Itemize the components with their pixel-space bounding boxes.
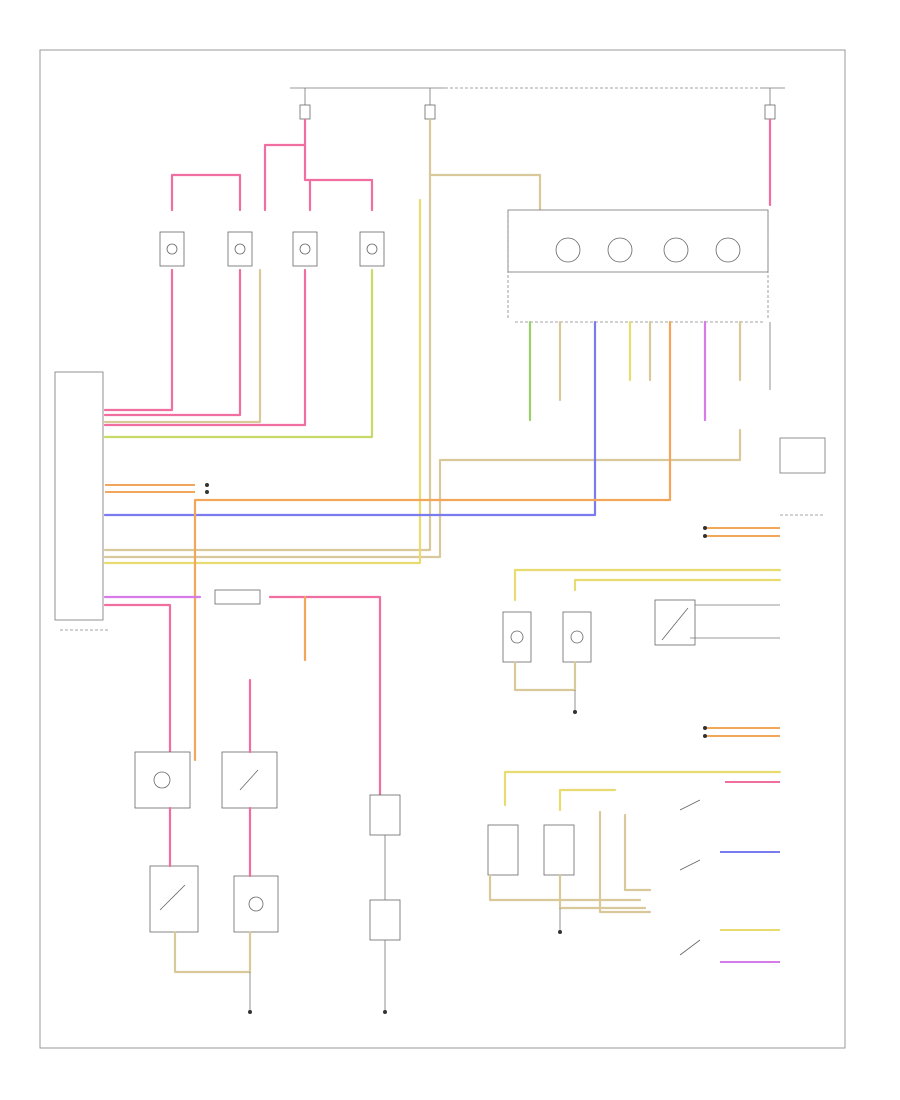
control-module-left	[54, 371, 110, 631]
right-module-wire-group	[103, 320, 771, 762]
switch-chain-center	[369, 794, 401, 1014]
lighting-control-module-right	[507, 209, 769, 323]
lamp-bottom-4	[233, 875, 279, 933]
right-edge-connector	[779, 437, 826, 516]
pink-wire-group	[103, 118, 374, 439]
ground-point-bottom-left	[248, 1010, 252, 1014]
tan-ground-wire-bottom	[173, 930, 252, 974]
lamp-group-right-bottom	[487, 770, 782, 963]
door-switch-bottom-2	[221, 751, 278, 809]
lamp-switch-bottom-1	[134, 751, 191, 809]
connector-pairs-right	[703, 526, 780, 738]
fuse-right	[764, 104, 776, 120]
lamp-component-2	[227, 231, 253, 267]
tan-wire-group	[103, 118, 742, 565]
left-module-pin-markers	[105, 483, 209, 494]
lamp-component-3	[292, 231, 318, 267]
lamp-switch-bottom-3	[149, 865, 199, 933]
fuse-bus-group	[290, 87, 785, 120]
diagram-frame	[39, 49, 846, 1049]
fuse-center	[424, 104, 436, 120]
lamp-component-4	[359, 231, 385, 267]
fuse-left	[299, 104, 311, 120]
lamp-component-1	[159, 231, 185, 267]
bottom-left-wire-group	[103, 589, 382, 802]
lamp-group-right-mid	[502, 568, 782, 714]
